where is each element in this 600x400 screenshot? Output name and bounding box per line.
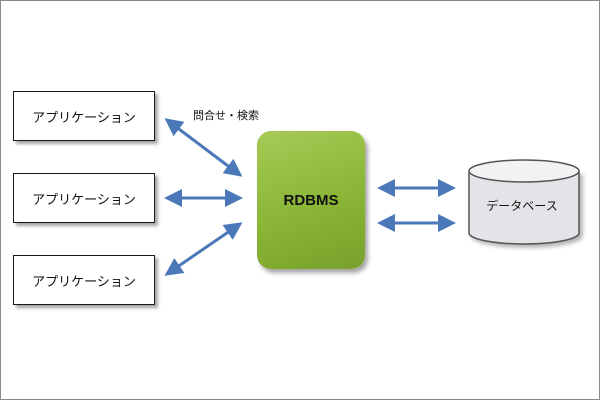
database-label: データベース <box>486 199 558 213</box>
app-box-1-label: アプリケーション <box>32 110 136 126</box>
app-box-2: アプリケーション <box>13 173 155 223</box>
app-box-1: アプリケーション <box>13 91 155 141</box>
arrow-app1-rdbms <box>164 118 243 177</box>
rdbms-box: RDBMS <box>257 131 365 269</box>
app-box-3: アプリケーション <box>13 255 155 305</box>
arrow-app3-rdbms <box>164 222 243 276</box>
app-box-2-label: アプリケーション <box>32 192 136 208</box>
rdbms-label: RDBMS <box>283 191 339 209</box>
app-box-3-label: アプリケーション <box>32 274 136 290</box>
database-cylinder <box>468 159 580 245</box>
